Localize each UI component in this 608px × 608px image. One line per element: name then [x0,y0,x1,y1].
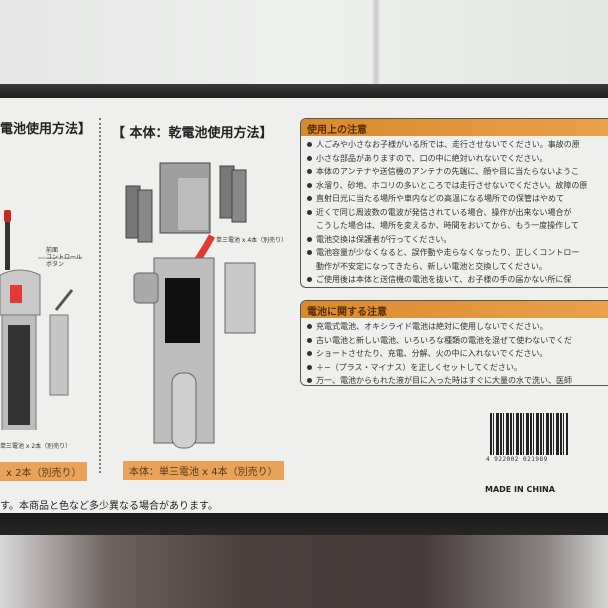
bullet-icon [307,209,312,215]
middle-section-title: 【 本体：乾電池使用方法】 [112,126,273,141]
transmitter-illustration [0,210,82,430]
bullet-icon [307,196,312,201]
middle-orange-label: 本体：単三電池 x 4本（別売り） [123,461,284,480]
bullet-icon [307,351,312,356]
bullet-icon [307,169,312,174]
wall-crease [372,0,380,85]
usage-caution-header: 使用上の注意 [301,119,608,136]
left-section-title: 電池使用方法】 [0,122,92,137]
background-table [0,535,608,608]
caution-item-continuation: 動作が不安定になってきたら、新しい電池と交換してください。 [316,261,547,271]
bullet-icon [307,142,312,147]
bullet-icon [307,324,312,329]
caution-item: ご使用後は本体と送信機の電池を抜いて、お子様の手の届かない所に保 [307,273,608,287]
bullet-icon [307,182,312,188]
background-wall [0,0,608,85]
caution-item: 直射日光に当たる場所や車内などの高温になる場所での保管はやめて [307,192,608,206]
battery-caution-box: 電池に関する注意 充電式電池、オキシライド電池は絶対に使用しないでください。 古… [300,300,608,386]
caution-item: 本体のアンテナや送信機のアンテナの先端に、顔や目に当たらないようこ [307,165,608,179]
battery-caution-item: 古い電池と新しい電池、いろいろな種類の電池を混ぜて使わないでくだ [307,334,608,348]
caution-item: 近くで同じ周波数の電波が発信されている場合、操作が出来ない場合が [307,206,608,220]
caution-item: 電池交換は保護者が行ってください。 [307,233,608,247]
rc-car-battery-illustration [125,162,256,449]
caution-item: 水溜り、砂地、ホコリの多いところでは走行させないでください。故障の原 [307,179,608,193]
left-orange-label: x 2本（別売り） [0,462,88,481]
bullet-icon [307,378,312,383]
caution-item: 電池容量が少なくなると、誤作動や走らなくなったり、正しくコントロー [307,246,608,260]
barcode-number: 4 922002 021989 [486,456,548,463]
usage-caution-box: 使用上の注意 人ごみや小さなお子様がいる所では、走行させないでください。事故の原… [300,118,608,288]
battery-caution-item: 充電式電池、オキシライド電池は絶対に使用しないでください。 [307,320,608,334]
bullet-icon [307,337,312,343]
bullet-icon [307,277,312,282]
bullet-icon [307,236,312,242]
section-divider [99,118,101,473]
left-battery-note: 単三電池 x 2本（別売り） [0,443,72,450]
battery-caution-item: 万一、電池からもれた液が目に入った時はすぐに大量の水で洗い、医師 [307,374,608,385]
footnote: す。本商品と色など多少異なる場合があります。 [0,501,218,512]
caution-item: 人ごみや小さなお子様がいる所では、走行させないでください。事故の原 [307,138,608,152]
caution-item-continuation: こうした場合は、場所を変えるか、時間をおいてから、もう一度操作して [316,221,579,230]
bullet-icon [307,155,312,161]
made-in-label: MADE IN CHINA [485,485,555,494]
bullet-icon [307,364,312,370]
battery-caution-item: ＋−（プラス・マイナス）を正しくセットしてください。 [307,361,608,375]
caution-item: 小さな部品がありますので、口の中に絶対いれないでください。 [307,152,608,166]
control-button-label: 前面 コントロール ボタン [46,247,83,268]
box-top-edge [0,84,608,98]
box-bottom-edge [0,513,608,535]
battery-caution-header: 電池に関する注意 [301,301,608,318]
battery-caution-item: ショートさせたり、充電、分解、火の中に入れないでください。 [307,347,608,361]
middle-battery-note: 単三電池 x 4本（別売り） [216,237,288,244]
barcode [490,413,568,455]
bullet-icon [307,250,312,255]
